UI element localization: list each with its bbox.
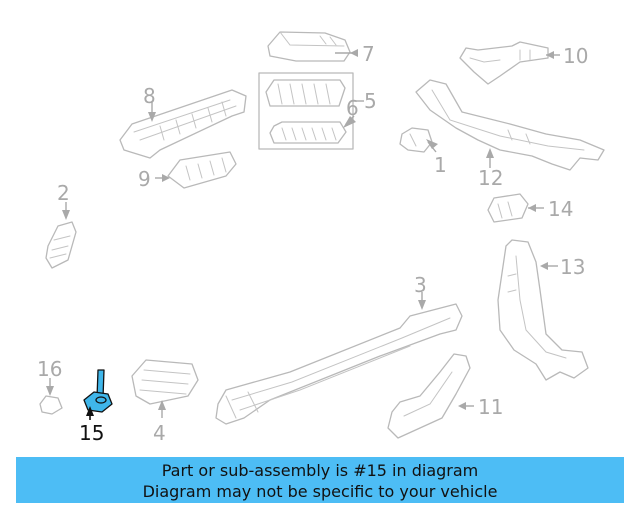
banner-line-2: Diagram may not be specific to your vehi… xyxy=(142,482,498,501)
parts-diagram: 7 6 5 8 9 10 12 xyxy=(37,31,605,445)
part-10-duct[interactable] xyxy=(459,41,549,85)
part-4-vent[interactable] xyxy=(131,359,199,405)
leader-7-arrow xyxy=(350,49,358,57)
part-11-duct[interactable] xyxy=(387,353,471,439)
leader-9-arrow xyxy=(162,174,170,182)
leader-1-arrow xyxy=(426,139,438,149)
callout-9[interactable]: 9 xyxy=(138,167,151,191)
callout-13[interactable]: 13 xyxy=(560,255,585,279)
callout-15[interactable]: 15 xyxy=(79,421,104,445)
part-6-filter[interactable] xyxy=(265,79,347,144)
info-banner: Part or sub-assembly is #15 in diagram D… xyxy=(16,457,624,503)
banner-line-1: Part or sub-assembly is #15 in diagram xyxy=(161,461,479,480)
callout-10[interactable]: 10 xyxy=(563,44,588,68)
part-9-vent[interactable] xyxy=(167,151,237,189)
part-3-duct[interactable] xyxy=(215,303,463,425)
leader-16-arrow xyxy=(46,386,54,396)
callout-12[interactable]: 12 xyxy=(478,166,503,190)
callout-2[interactable]: 2 xyxy=(57,181,70,205)
callout-7[interactable]: 7 xyxy=(362,42,375,66)
leader-12-arrow xyxy=(486,148,494,158)
part-16-clip[interactable] xyxy=(39,395,63,415)
callout-1[interactable]: 1 xyxy=(434,153,447,177)
part-14-connector[interactable] xyxy=(487,193,529,223)
leader-6-arrow xyxy=(343,116,356,128)
callout-6[interactable]: 6 xyxy=(346,96,359,120)
part-12-duct[interactable] xyxy=(415,79,605,171)
leader-14-arrow xyxy=(528,204,536,212)
leader-2-arrow xyxy=(62,210,70,220)
part-15-highlighted[interactable] xyxy=(83,369,113,413)
leader-8-arrow xyxy=(148,112,156,122)
part-8-vent[interactable] xyxy=(119,89,247,159)
callout-16[interactable]: 16 xyxy=(37,357,62,381)
callout-14[interactable]: 14 xyxy=(548,197,573,221)
callout-3[interactable]: 3 xyxy=(414,273,427,297)
part-13-duct[interactable] xyxy=(497,239,589,381)
part-2-vent[interactable] xyxy=(45,221,77,269)
callout-5[interactable]: 5 xyxy=(364,89,377,113)
leader-10-arrow xyxy=(546,51,554,59)
callout-8[interactable]: 8 xyxy=(143,84,156,108)
leader-15-arrow xyxy=(86,406,94,416)
leader-4-arrow xyxy=(158,400,166,410)
part-7-duct[interactable] xyxy=(267,31,351,62)
part-1-clip[interactable] xyxy=(399,127,433,153)
callout-4[interactable]: 4 xyxy=(153,421,166,445)
callout-11[interactable]: 11 xyxy=(478,395,503,419)
leader-11-arrow xyxy=(458,402,466,410)
leader-13-arrow xyxy=(540,262,548,270)
leader-3-arrow xyxy=(418,300,426,310)
